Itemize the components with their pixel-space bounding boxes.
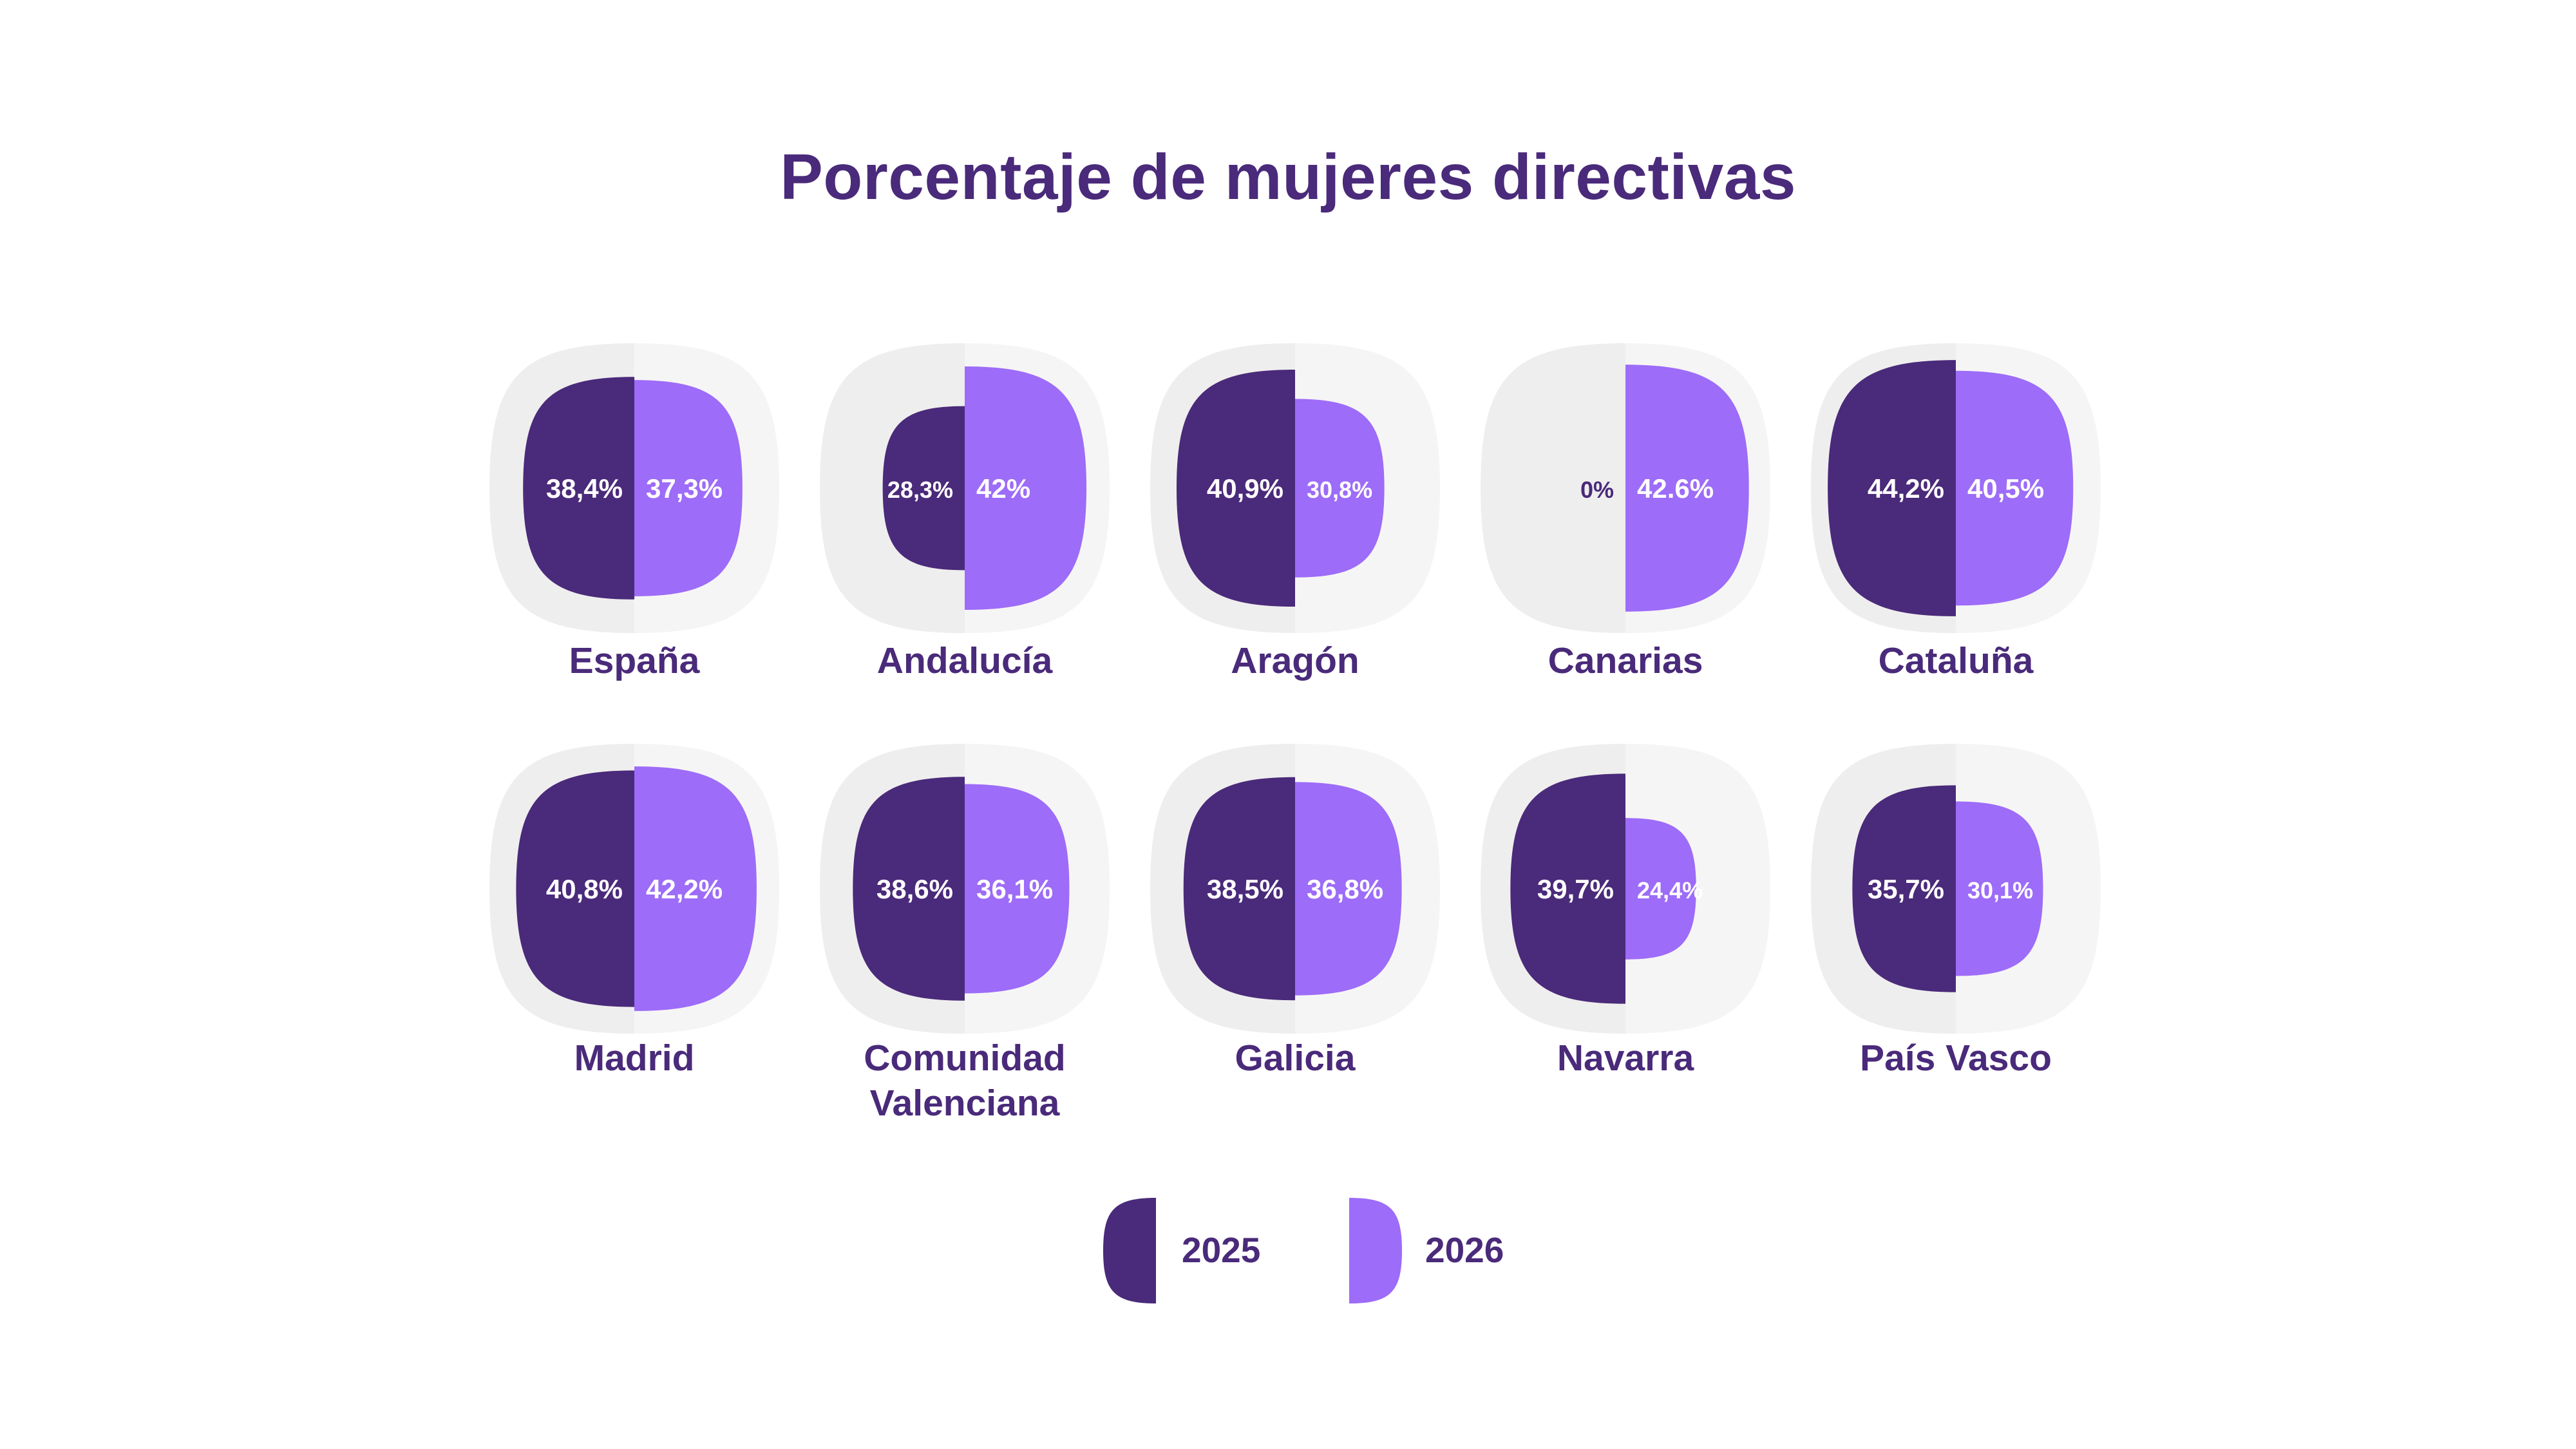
region-label-galicia: Galicia — [1235, 1037, 1356, 1079]
legend-swatch-2025 — [1103, 1198, 1156, 1303]
petal-group-pais-vasco: 35,7% 30,1% — [1811, 744, 2101, 1034]
value-label-2026-cataluna: 40,5% — [1967, 473, 2044, 504]
value-label-2025-aragon: 40,9% — [1207, 473, 1283, 504]
petal-group-andalucia: 28,3% 42% — [820, 343, 1110, 633]
region-label-aragon: Aragón — [1231, 640, 1359, 681]
value-label-2026-madrid: 42,2% — [646, 874, 723, 904]
region-label-navarra: Navarra — [1557, 1037, 1694, 1079]
petal-2025-cataluna — [1828, 360, 1956, 616]
value-label-2025-espana: 38,4% — [546, 473, 623, 504]
value-label-2025-andalucia: 28,3% — [887, 477, 953, 503]
value-label-2025-pais-vasco: 35,7% — [1868, 874, 1944, 904]
petal-group-canarias: 0% 42.6% — [1481, 343, 1770, 633]
petal-group-navarra: 39,7% 24,4% — [1481, 744, 1770, 1034]
petal-2026-comunidad-valenciana — [965, 784, 1070, 994]
petal-group-espana: 38,4% 37,3% — [489, 343, 779, 633]
value-label-2025-madrid: 40,8% — [546, 874, 623, 904]
petal-2026-aragon — [1295, 399, 1385, 578]
petal-group-cataluna: 44,2% 40,5% — [1811, 343, 2101, 633]
value-label-2026-andalucia: 42% — [976, 473, 1030, 504]
value-label-2025-comunidad-valenciana: 38,6% — [876, 874, 953, 904]
petal-2026-canarias — [1625, 365, 1749, 612]
region-label-pais-vasco: País Vasco — [1860, 1037, 2052, 1079]
value-label-2025-cataluna: 44,2% — [1868, 473, 1944, 504]
legend-label-2025: 2025 — [1182, 1230, 1261, 1270]
petal-2026-galicia — [1295, 782, 1402, 996]
petal-2026-pais-vasco — [1956, 801, 2043, 976]
value-label-2025-galicia: 38,5% — [1207, 874, 1283, 904]
value-label-2026-pais-vasco: 30,1% — [1967, 877, 2033, 904]
region-label-madrid: Madrid — [574, 1037, 695, 1079]
legend-label-2026: 2026 — [1425, 1230, 1504, 1270]
region-label-canarias: Canarias — [1548, 640, 1703, 681]
petal-2025-andalucia — [882, 406, 965, 571]
region-label-espana: España — [569, 640, 700, 681]
petal-group-madrid: 40,8% 42,2% — [489, 744, 779, 1034]
chart-title: Porcentaje de mujeres directivas — [780, 141, 1796, 213]
value-label-2025-navarra: 39,7% — [1537, 874, 1614, 904]
petal-group-aragon: 40,9% 30,8% — [1150, 343, 1440, 633]
petal-2025-aragon — [1176, 369, 1295, 607]
value-label-2026-aragon: 30,8% — [1307, 477, 1372, 503]
petal-bg-right-navarra — [1625, 744, 1770, 1034]
legend-swatch-2026 — [1349, 1198, 1402, 1303]
region-label-comunidad-valenciana: Comunidad Valenciana — [864, 1037, 1066, 1124]
petal-2025-comunidad-valenciana — [853, 777, 965, 1001]
petal-2025-madrid — [516, 770, 634, 1007]
petal-group-comunidad-valenciana: 38,6% 36,1% — [820, 744, 1110, 1034]
petal-2026-cataluna — [1956, 370, 2074, 606]
petal-2025-navarra — [1510, 773, 1625, 1004]
petal-2026-navarra — [1625, 818, 1696, 960]
value-label-2026-espana: 37,3% — [646, 473, 723, 504]
petal-group-galicia: 38,5% 36,8% — [1150, 744, 1440, 1034]
value-label-2026-galicia: 36,8% — [1307, 874, 1383, 904]
petal-2025-espana — [523, 377, 634, 600]
petal-2025-pais-vasco — [1852, 785, 1956, 992]
region-label-andalucia: Andalucía — [876, 640, 1053, 681]
region-label-cataluna: Cataluña — [1878, 640, 2034, 681]
value-label-2025-canarias: 0% — [1580, 477, 1614, 503]
petal-2026-madrid — [634, 766, 757, 1011]
value-label-2026-canarias: 42.6% — [1637, 473, 1714, 504]
petal-2026-espana — [634, 380, 743, 596]
petal-bg-left-canarias — [1481, 343, 1625, 633]
value-label-2026-comunidad-valenciana: 36,1% — [976, 874, 1053, 904]
value-label-2026-navarra: 24,4% — [1637, 877, 1703, 904]
petal-2026-andalucia — [965, 366, 1086, 610]
petal-2025-galicia — [1183, 777, 1295, 1001]
